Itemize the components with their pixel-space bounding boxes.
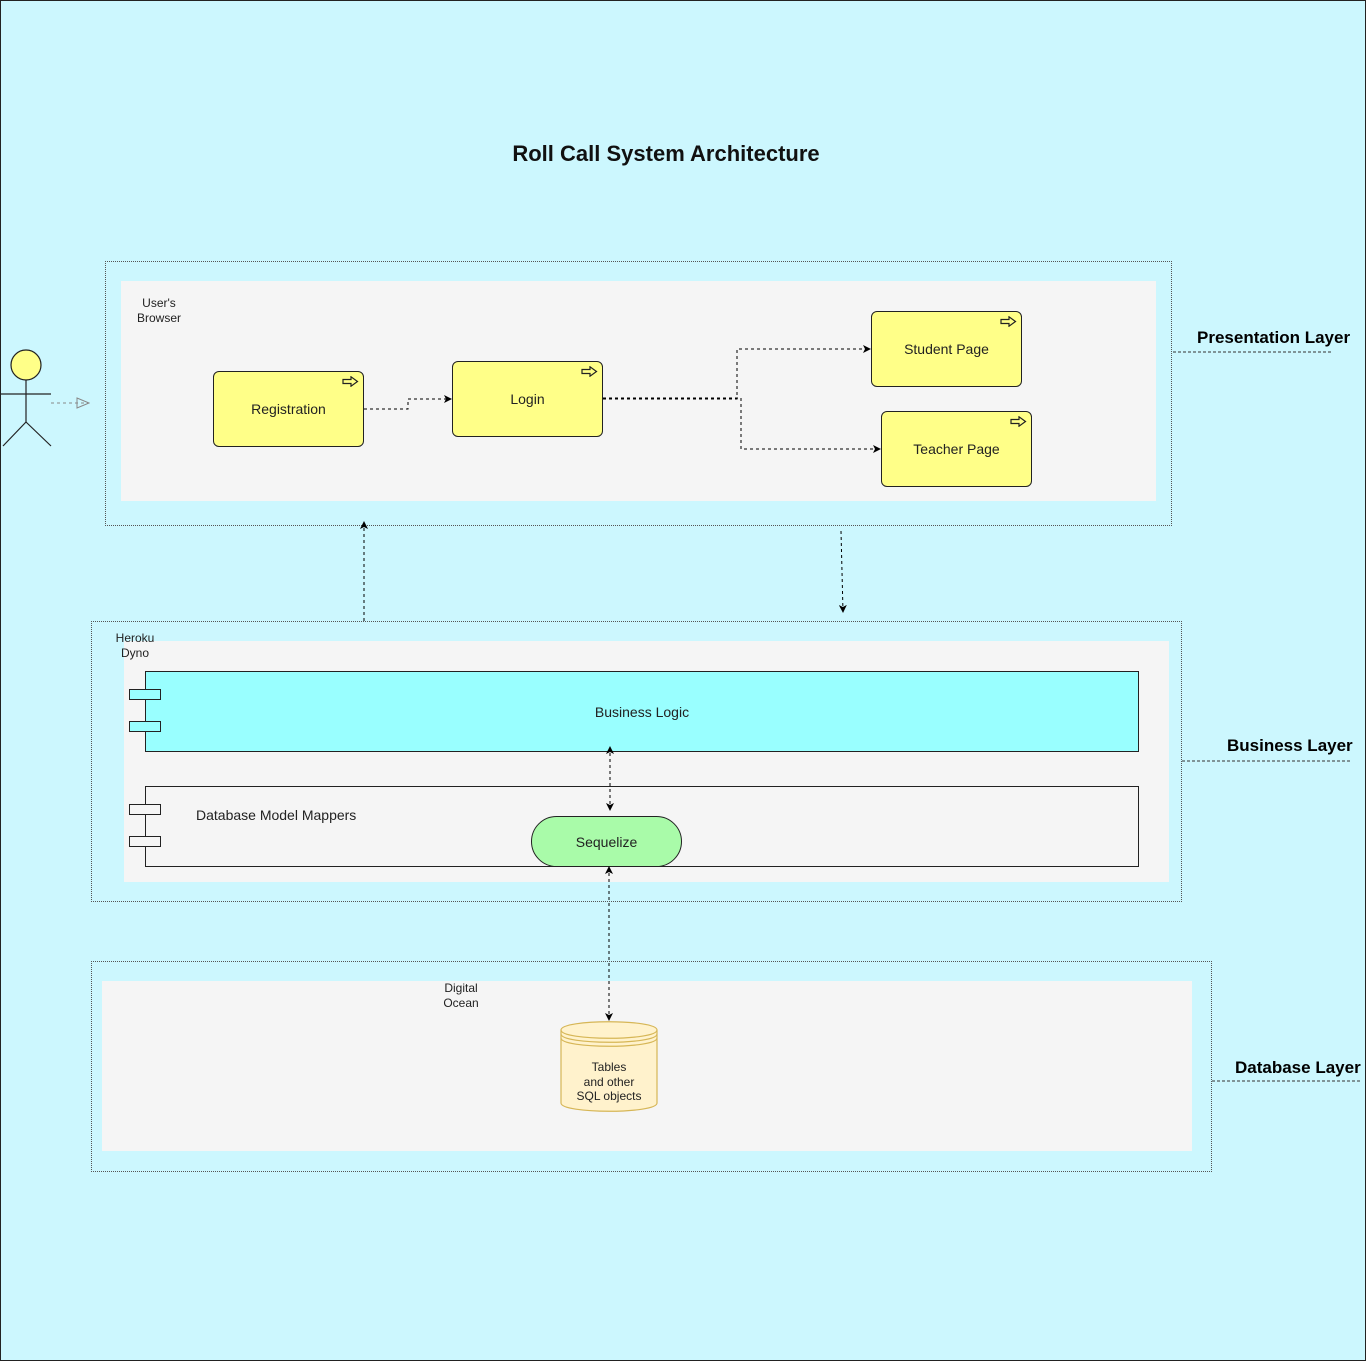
database-label-line3: SQL objects [576,1089,642,1103]
browser-label-line2: Browser [136,311,181,325]
right-arrow-outline-icon [1000,314,1017,330]
browser-zone[interactable] [105,261,1172,526]
dyno-label-line1: Heroku [115,631,155,645]
registration-label: Registration [251,401,326,417]
browser-to-dyno-arrow [838,530,847,613]
sequelize-component[interactable]: Sequelize [531,816,682,867]
cylinder-icon[interactable] [560,1020,660,1115]
ocean-zone[interactable] [91,961,1212,1172]
dyno-zone-label: Heroku Dyno [105,631,165,661]
dyno-label-line2: Dyno [120,646,149,660]
component-icon [129,721,161,732]
browser-label-line1: User's [142,296,176,310]
database-label-line2: and other [583,1074,635,1089]
business-logic-component[interactable]: Business Logic [145,671,1139,752]
ocean-label-line1: Digital [444,981,478,995]
database-layer-label: Database Layer [1235,1058,1361,1077]
login-label: Login [510,391,545,407]
right-arrow-outline-icon [1010,414,1027,430]
dyno-zone[interactable] [91,621,1182,902]
right-arrow-outline-icon [581,364,598,380]
browser-zone-label: User's Browser [129,296,189,326]
stick-figure-icon[interactable] [1,349,57,449]
registration-page[interactable]: Registration [213,371,364,447]
teacher-page-label: Teacher Page [913,441,1000,457]
component-icon [129,804,161,815]
right-arrow-outline-icon [342,374,359,390]
component-icon [129,689,161,700]
ocean-zone-label: Digital Ocean [431,981,491,1011]
component-icon [129,836,161,847]
login-page[interactable]: Login [452,361,603,437]
database-label-line1: Tables [591,1060,627,1074]
teacher-page[interactable]: Teacher Page [881,411,1032,487]
ocean-label-line2: Ocean [443,996,479,1010]
business-logic-label: Business Logic [594,703,690,720]
student-page[interactable]: Student Page [871,311,1022,387]
diagram-title: Roll Call System Architecture [512,141,820,166]
business-layer-label: Business Layer [1227,736,1353,755]
presentation-layer-label: Presentation Layer [1197,328,1351,347]
mappers-label: Database Model Mappers [196,807,357,823]
sequelize-label: Sequelize [575,833,638,850]
database-label: Tables and other SQL objects [560,1060,658,1104]
student-page-label: Student Page [904,341,989,357]
